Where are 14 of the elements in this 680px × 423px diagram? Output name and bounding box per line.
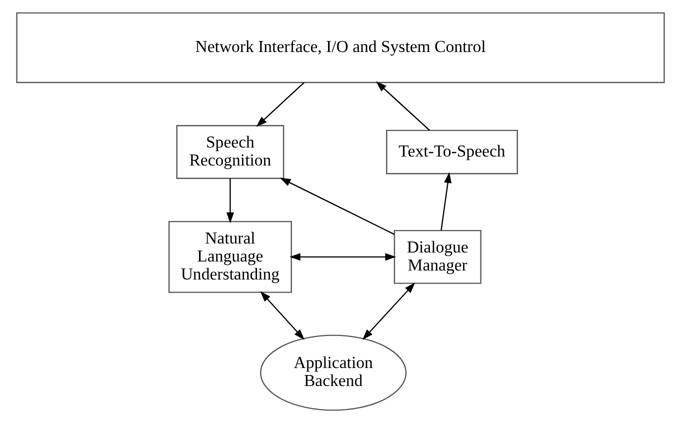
node-box: Natural Language Understanding	[168, 220, 292, 293]
arrow	[226, 178, 234, 224]
arrow	[256, 82, 304, 127]
node-box: Speech Recognition	[176, 125, 284, 179]
node-ellipse: Application Backend	[260, 334, 406, 411]
arrow	[362, 282, 415, 340]
node-box: Dialogue Manager	[393, 230, 481, 284]
node-box: Network Interface, I/O and System Control	[16, 12, 664, 84]
arrow	[279, 178, 394, 235]
arrow	[375, 81, 430, 131]
arrow	[440, 172, 452, 230]
arrow	[289, 253, 396, 261]
node-box: Text-To-Speech	[386, 130, 518, 174]
arrow	[260, 291, 304, 340]
